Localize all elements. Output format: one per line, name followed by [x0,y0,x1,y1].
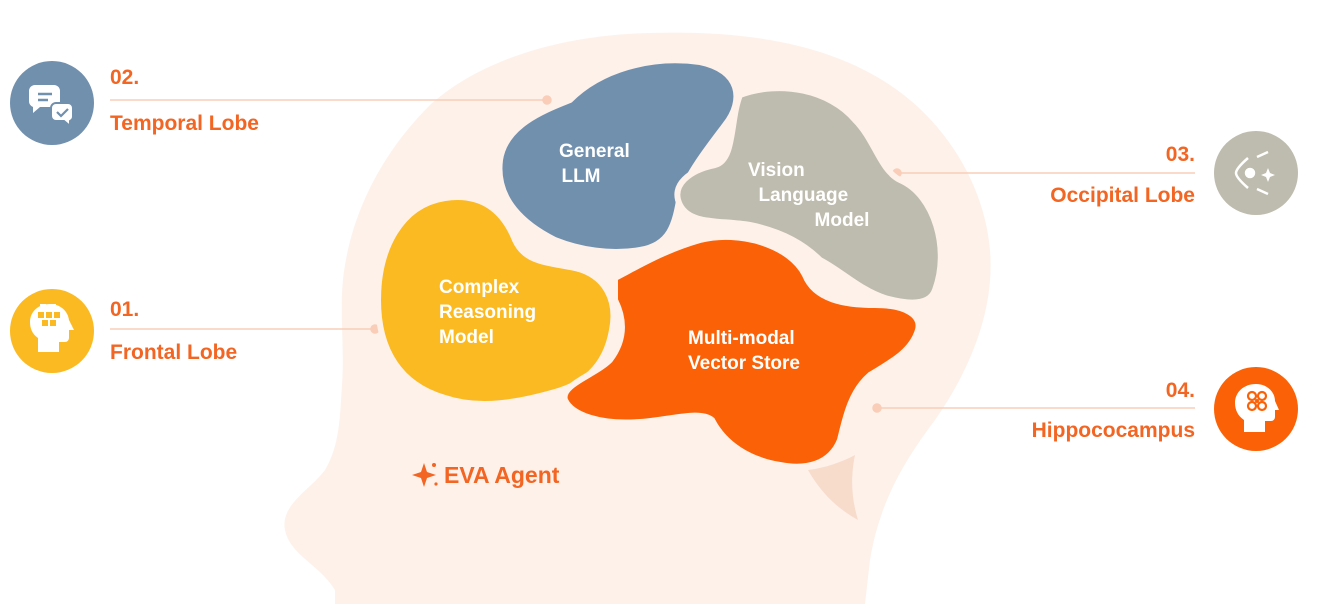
head-thinking-icon [30,304,74,352]
occipital-icon-circle [1214,131,1298,215]
component-label-temporal: General LLM [559,141,635,187]
lobe-info-hippocampus: 04. Hippococampus [1032,367,1298,451]
lobe-info-temporal: 02. Temporal Lobe [10,61,259,145]
connector-dot-hippocampus [872,403,882,413]
frontal-number: 01. [110,298,139,321]
component-label-frontal: Complex Reasoning Model [439,277,541,348]
eye-vision-icon [1234,150,1275,196]
lobe-hippocampus-shape [561,234,922,470]
occipital-name: Occipital Lobe [1050,184,1195,207]
sparkle-icon [412,463,438,487]
lobe-frontal-shape [374,194,617,408]
ear-shape [808,455,858,520]
frontal-name: Frontal Lobe [110,341,237,364]
occipital-number: 03. [1166,143,1195,166]
temporal-number: 02. [110,66,139,89]
hippocampus-number: 04. [1166,379,1195,402]
connector-dot-temporal [542,95,552,105]
agent-label: EVA Agent [444,462,560,488]
hippocampus-name: Hippococampus [1032,419,1195,442]
lobe-info-occipital: 03. Occipital Lobe [1050,131,1298,215]
component-label-occipital: Vision Language Model [748,160,869,231]
eva-agent: EVA Agent [412,462,560,488]
chat-bubbles-icon [28,85,74,129]
component-label-hippocampus: Multi-modal Vector Store [688,328,800,374]
lobe-info-frontal: 01. Frontal Lobe [10,289,237,373]
connector-lines [110,95,1195,413]
temporal-name: Temporal Lobe [110,112,259,135]
lobe-occipital-shape [674,85,944,306]
head-memory-icon [1235,384,1279,432]
